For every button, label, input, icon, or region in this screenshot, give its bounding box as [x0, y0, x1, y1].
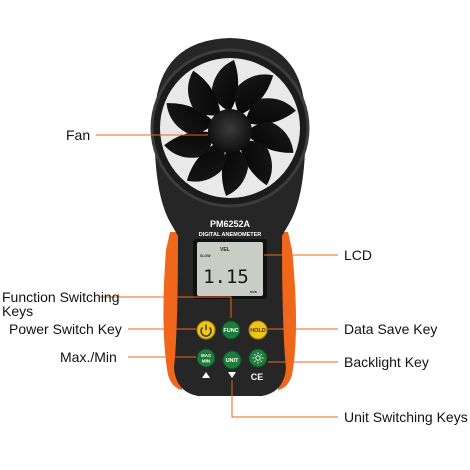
fan-blades: [159, 60, 301, 196]
lcd-screen: [197, 242, 263, 296]
lcd-mode: VEL: [220, 247, 230, 253]
model-label: PM6252A: [210, 219, 251, 229]
down-arrow-icon: [228, 372, 236, 378]
callout-function-line2: Keys: [2, 303, 33, 319]
callout-data-save: Data Save Key: [344, 321, 437, 337]
maxmin-label-top: MAX: [201, 353, 211, 358]
lcd-flag: SLOW: [200, 254, 211, 258]
power-button[interactable]: [196, 320, 216, 340]
hold-button-label: HOLD: [250, 328, 266, 334]
up-arrow-icon: [202, 372, 210, 378]
backlight-button[interactable]: [248, 348, 268, 368]
function-callout-line: [100, 296, 232, 318]
power-icon: [200, 324, 212, 337]
maxmin-button[interactable]: MAX MIN: [196, 348, 216, 368]
unit-callout-line: [231, 380, 338, 418]
lcd-unit: m/s: [250, 289, 258, 294]
func-button-label: FUNC: [223, 328, 238, 334]
fan-hub: [208, 109, 252, 153]
maxmin-label-bottom: MIN: [202, 359, 210, 364]
callout-unit-keys: Unit Switching Keys: [344, 409, 468, 425]
unit-button-label: UNIT: [226, 358, 239, 364]
lcd-value: 1.15: [203, 266, 249, 288]
sun-icon: [252, 352, 264, 364]
callout-maxmin: Max./Min: [60, 349, 117, 365]
unit-button[interactable]: UNIT: [222, 350, 242, 370]
callout-lines: [96, 134, 338, 418]
model-subtitle: DIGITAL ANEMOMETER: [199, 232, 262, 238]
callout-fan: Fan: [66, 127, 90, 143]
hold-button[interactable]: HOLD: [248, 320, 268, 340]
callout-backlight: Backlight Key: [344, 354, 429, 370]
callout-lcd: LCD: [344, 247, 372, 263]
callout-function-line1: Function Switching: [2, 289, 120, 305]
func-button[interactable]: FUNC: [221, 320, 241, 340]
ce-mark: CE: [251, 372, 264, 382]
callout-power: Power Switch Key: [9, 321, 122, 337]
